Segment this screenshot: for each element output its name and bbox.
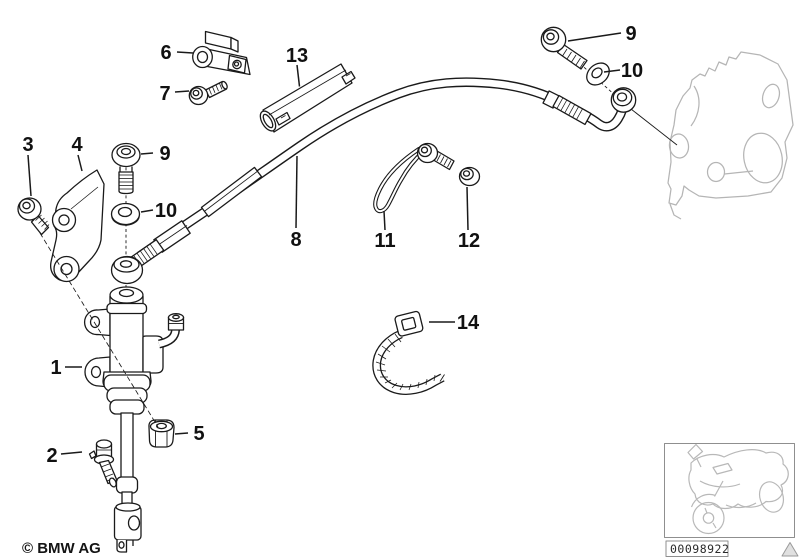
holder-bracket: [192, 30, 251, 76]
brake-caliper-reference-drawing: [667, 51, 794, 220]
nut-12: [458, 166, 481, 187]
callout-11[interactable]: 11: [374, 230, 395, 252]
nav-triangle-icon[interactable]: [781, 542, 799, 557]
callout-5[interactable]: 5: [193, 423, 204, 445]
motorcycle-thumbnail: [664, 443, 795, 538]
image-number-box: 00098922: [665, 540, 729, 557]
master-cylinder: [83, 286, 185, 553]
support-bracket: [50, 169, 105, 283]
locknut-5: [148, 419, 175, 448]
clamp-sleeve: [259, 63, 356, 133]
callout-13[interactable]: 13: [286, 45, 308, 67]
callout-12[interactable]: 12: [458, 230, 480, 252]
callout-14[interactable]: 14: [457, 312, 480, 334]
callout-6[interactable]: 6: [160, 42, 171, 64]
hex-socket-screw-7: [188, 80, 228, 106]
banjo-bolt-right: [540, 26, 588, 70]
callout-4[interactable]: 4: [71, 134, 83, 156]
callout-3[interactable]: 3: [22, 134, 33, 156]
small-screw: [416, 142, 455, 171]
elbow-cap: [167, 313, 185, 331]
hose-crimp-right: [552, 94, 592, 126]
wire-clip: [373, 146, 427, 214]
cable-strap: [372, 310, 445, 395]
hose-eyelet-lower: [110, 255, 144, 285]
pipe-fitting-2: [88, 439, 118, 488]
hose-eyelet-right: [610, 87, 637, 113]
sealing-washer-left: [110, 202, 141, 226]
leader-to-caliper: [630, 108, 678, 146]
image-number: 00098922: [670, 542, 729, 556]
banjo-bolt-left: [111, 142, 141, 195]
boot-bellows: [103, 374, 151, 415]
copyright-text: © BMW AG: [22, 540, 101, 557]
brake-hose: [110, 77, 678, 285]
callout-10-left[interactable]: 10: [155, 200, 177, 222]
clevis: [113, 502, 142, 553]
callout-8[interactable]: 8: [290, 229, 301, 251]
thumbnail-frame: [664, 443, 795, 538]
motorcycle-icon: [687, 443, 789, 535]
push-rod: [115, 412, 139, 509]
strap-head: [394, 310, 424, 337]
callout-2[interactable]: 2: [46, 445, 57, 467]
callout-7[interactable]: 7: [159, 83, 170, 105]
mounting-bolt-3: [17, 197, 50, 236]
callout-labels: 1 2 3 4 5 6 7 8 9 9 10 10 11 12 13 14: [22, 23, 643, 467]
callout-1[interactable]: 1: [50, 357, 61, 379]
dash-line-bracket-to-cylinder: [39, 232, 159, 428]
callout-10-right[interactable]: 10: [621, 60, 643, 82]
sealing-washer-right: [586, 62, 610, 86]
leader-lines: [27, 32, 622, 455]
alignment-dash-lines: [125, 40, 618, 289]
callout-9-right[interactable]: 9: [625, 23, 636, 45]
callout-9-left[interactable]: 9: [159, 143, 170, 165]
